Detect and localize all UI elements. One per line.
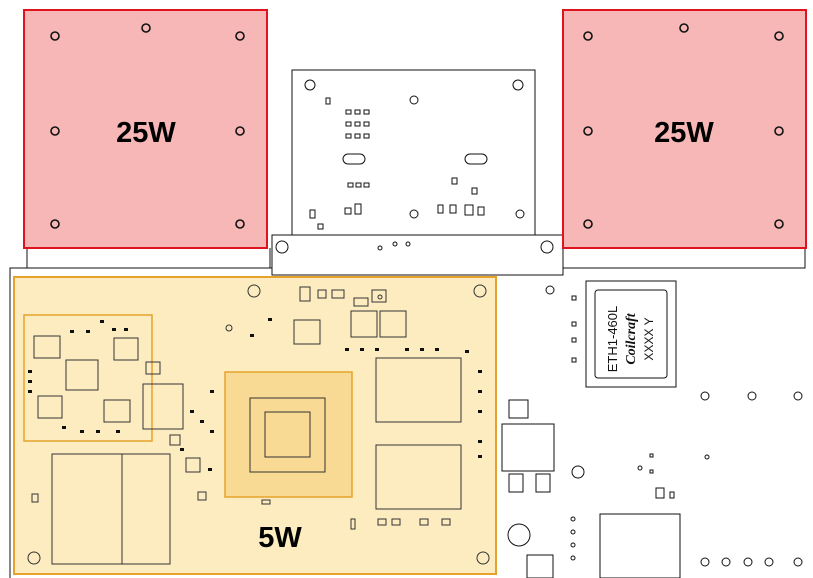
carrier-board-outline: [9, 69, 806, 578]
left-heatsink-area: [23, 9, 268, 249]
right-heatsink-power-label: 25W: [654, 117, 714, 149]
magnetics-part-number: ETH1-460L: [605, 306, 620, 372]
som-module-zone: 5W: [13, 276, 497, 575]
som-module-power-label: 5W: [258, 522, 302, 554]
som-module-area: [13, 276, 497, 575]
right-heatsink-zone: 25W: [562, 9, 807, 249]
left-heatsink-power-label: 25W: [116, 117, 176, 149]
left-heatsink-zone: 25W: [23, 9, 268, 249]
magnetics-marking: ETH1-460L Coilcraft XXXX Y: [605, 306, 656, 372]
magnetics-brand: Coilcraft: [624, 312, 639, 364]
center-board-components: [275, 79, 554, 254]
right-heatsink-area: [562, 9, 807, 249]
magnetics-date-code: XXXX Y: [642, 317, 656, 360]
right-board-components: [501, 280, 803, 578]
